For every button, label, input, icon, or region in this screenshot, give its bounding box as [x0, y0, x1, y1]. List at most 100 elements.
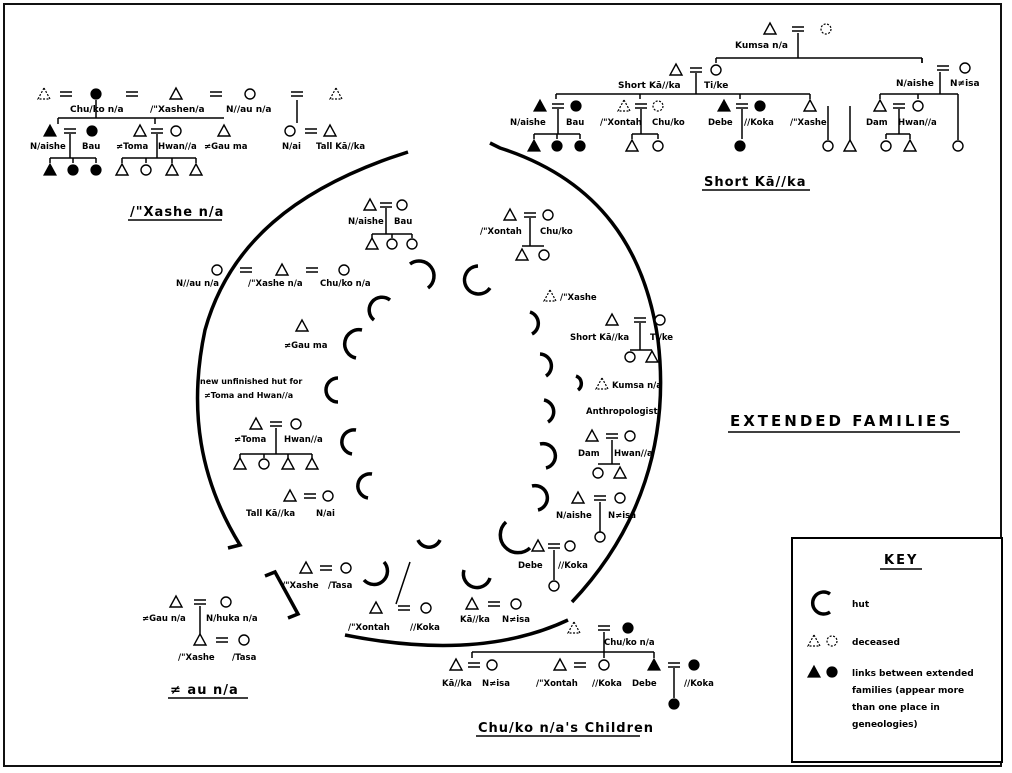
label-debe-br: Debe — [632, 679, 657, 689]
label-hwan-c: Hwan//a — [284, 435, 323, 445]
label-kumsa: Kumsa n/a — [735, 41, 788, 51]
genealogy-xashe: Chu/ko n/a /"Xashen/a N//au n/a N/aishe … — [30, 87, 365, 221]
label-xontah-c: /"Xontah — [480, 227, 522, 237]
label-tike: Ti/ke — [704, 81, 728, 91]
label-hwan-tr: Hwan//a — [898, 118, 937, 128]
label-tasa-bl: /Tasa — [232, 653, 257, 663]
genealogy-short-kaka: Kumsa n/a Short Kā//ka Ti/ke N/aishe N≠i… — [510, 22, 980, 191]
group-title-short-kaka: Short Kā//ka — [704, 175, 806, 190]
hut-icon — [539, 352, 554, 378]
hut-icon — [343, 327, 363, 360]
village-residents: N/aishe Bau /"Xontah Chu/ko N//au n/a /"… — [176, 198, 673, 633]
label-koka2-br: //Koka — [684, 679, 714, 689]
label-koka-br: //Koka — [592, 679, 622, 689]
key-title: KEY — [884, 553, 918, 568]
deceased-male-symbol — [37, 87, 51, 100]
label-gau-c: ≠Gau ma — [284, 341, 328, 351]
hut-icon — [356, 472, 373, 500]
key-deceased-label: deceased — [852, 638, 900, 648]
label-xashe-bl: /"Xashe — [178, 653, 215, 663]
label-nhuka-bl: N/huka n/a — [206, 614, 258, 624]
label-newhut-1: new unfinished hut for — [200, 377, 302, 386]
label-koka2-c: //Koka — [410, 623, 440, 633]
label-toma: ≠Toma — [116, 142, 148, 152]
label-nisa2-c: N≠isa — [502, 615, 530, 625]
label-tall-kaka: Tall Kā//ka — [316, 142, 365, 152]
label-newhut-2: ≠Toma and Hwan//a — [204, 391, 293, 400]
label-nau-c: N//au n/a — [176, 279, 219, 289]
hut-icon — [408, 259, 436, 290]
label-debe-c: Debe — [518, 561, 543, 571]
key-links-line-4: geneologies) — [852, 720, 918, 730]
label-nisa-c: N≠isa — [608, 511, 636, 521]
hut-icon — [543, 398, 556, 424]
group-title-xashe: /"Xashe n/a — [130, 205, 224, 220]
label-kaka-br: Kā//ka — [442, 679, 472, 689]
diagram-frame — [3, 3, 1002, 767]
label-naishe-tr: N/aishe — [896, 79, 934, 89]
label-tall-c: Tall Kā//ka — [246, 509, 295, 519]
label-xontah2-c: /"Xontah — [348, 623, 390, 633]
label-nai: N/ai — [282, 142, 301, 152]
label-naishe: N/aishe — [30, 142, 66, 152]
label-nau: N//au n/a — [226, 105, 272, 115]
key-links-line-2: families (appear more — [852, 686, 964, 696]
label-xontah-tr: /"Xontah — [600, 118, 642, 128]
hut-icon — [340, 428, 357, 456]
label-toma-c: ≠Toma — [234, 435, 266, 445]
village-boundary — [195, 141, 663, 648]
deceased-circle-icon — [826, 635, 838, 647]
label-chuko-tr: Chu/ko — [652, 118, 685, 128]
key-legend: KEY hut deceased links between extended … — [791, 537, 1003, 763]
hut-icon — [575, 374, 583, 392]
label-gau-bl: ≠Gau n/a — [142, 614, 186, 624]
label-koka-tr: //Koka — [744, 118, 774, 128]
hut-icon — [529, 310, 541, 336]
label-kumsa-c: Kumsa n/a — [612, 381, 662, 391]
key-links-line-1: links between extended — [852, 669, 974, 679]
hut-icon — [462, 264, 492, 296]
hut-icon — [367, 295, 392, 322]
linked-female-symbol — [90, 88, 102, 100]
hut-icon — [498, 520, 532, 555]
label-xashe-tr: /"Xashe — [790, 118, 827, 128]
hut-icon — [324, 376, 339, 404]
label-bau: Bau — [82, 142, 100, 152]
key-links-line-3: than one place in — [852, 703, 940, 713]
hut-icon — [416, 539, 442, 549]
label-short-c: Short Kā//ka — [570, 333, 629, 343]
hut-icon — [461, 569, 492, 590]
label-nisa-br: N≠isa — [482, 679, 510, 689]
label-short-kaka-top: Short Kā//ka — [618, 81, 681, 91]
huts — [324, 259, 583, 605]
label-hwan2-c: Hwan//a — [614, 449, 653, 459]
label-xashe2-c: /"Xashe — [560, 293, 597, 303]
hut-icon — [531, 483, 550, 512]
diagram-title: EXTENDED FAMILIES — [730, 412, 953, 430]
label-xashen: /"Xashen/a — [150, 105, 205, 115]
label-kaka-c: Kā//ka — [460, 615, 490, 625]
label-naishe-tr2: N/aishe — [510, 118, 546, 128]
label-nai-c: N/ai — [316, 509, 335, 519]
label-tasa-c: /Tasa — [328, 581, 353, 591]
group-title-au-na: ≠ au n/a — [170, 683, 239, 698]
label-debe-tr: Debe — [708, 118, 733, 128]
hut-icon — [362, 560, 390, 587]
label-koka-c: //Koka — [558, 561, 588, 571]
label-chuko-c: Chu/ko — [540, 227, 573, 237]
label-gau-ma: ≠Gau ma — [204, 142, 248, 152]
label-chukona-c: Chu/ko n/a — [320, 279, 371, 289]
label-xashe-c: /"Xashe n/a — [248, 279, 303, 289]
genealogy-chuko-children: Chu/ko n/a Kā//ka N≠isa /"Xontah //Koka … — [442, 621, 714, 737]
label-tike-c: Ti/ke — [650, 333, 673, 343]
label-bau-c: Bau — [394, 217, 412, 227]
hut-icon — [810, 590, 832, 616]
label-naishe2-c: N/aishe — [556, 511, 592, 521]
label-dam-c: Dam — [578, 449, 600, 459]
label-anthropologist: Anthropologist — [586, 407, 658, 417]
link-circle-icon — [826, 666, 838, 678]
label-nisa-tr: N≠isa — [950, 79, 980, 89]
label-xashe3-c: /"Xashe — [282, 581, 319, 591]
label-chuko: Chu/ko n/a — [70, 105, 124, 115]
